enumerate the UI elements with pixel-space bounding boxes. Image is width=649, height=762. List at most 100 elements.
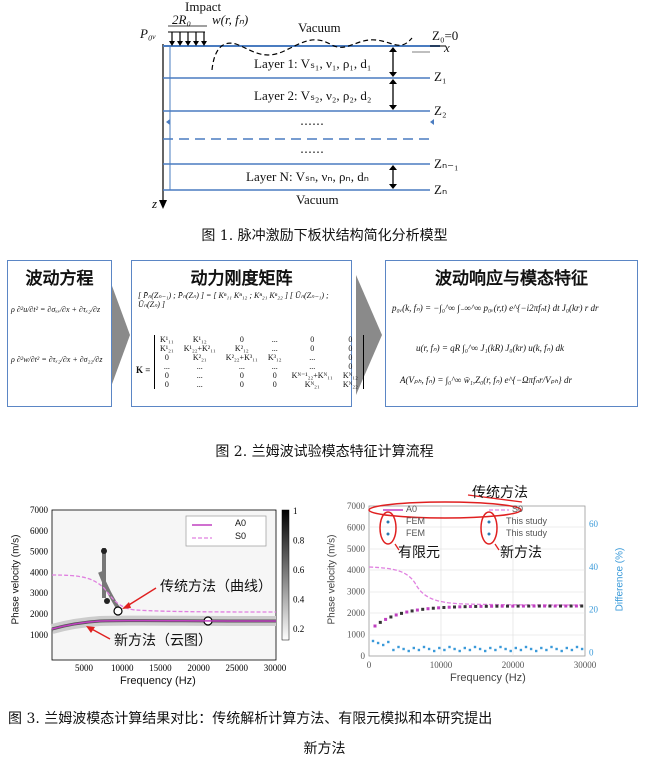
wave-equation-box: 波动方程 ρ ∂²u/∂t² = ∂σₓₓ/∂x + ∂τₓ₂/∂z ρ ∂²w… <box>7 260 112 407</box>
difference-marker <box>575 645 579 649</box>
a0-marker <box>415 608 419 612</box>
a0-marker <box>405 610 409 614</box>
matrix-cell: 0 <box>272 380 277 389</box>
colorbar-tick-label: 0.6 <box>293 565 305 575</box>
matrix-cell: K²₂₂+K³₁₁ <box>225 353 258 362</box>
top-vacuum-label: Vacuum <box>298 20 341 35</box>
left-annotation-traditional: 传统方法（曲线） <box>160 579 272 595</box>
difference-marker <box>438 646 441 650</box>
right-ytick-label: 2000 <box>347 608 366 618</box>
right-ytick-label: 0 <box>361 651 366 661</box>
figure-3-caption-line-1: 图 3. 兰姆波模态计算结果对比：传统解析计算方法、有限元模拟和本研究提出 <box>8 711 493 727</box>
a0-marker <box>543 604 547 608</box>
a0-marker <box>521 604 525 608</box>
matrix-cell: ... <box>196 371 203 380</box>
bottom-vacuum-label: Vacuum <box>296 192 339 207</box>
matrix-cell: ... <box>271 335 278 344</box>
flow-arrows <box>108 275 382 395</box>
a0-marker <box>394 613 398 617</box>
difference-marker <box>478 647 482 651</box>
a0-marker <box>426 607 430 611</box>
matrix-cell: 0 <box>164 371 169 380</box>
colorbar-tick-label: 0.4 <box>293 595 305 605</box>
left-xtick-label: 20000 <box>187 663 210 673</box>
x-axis-label: x <box>444 40 450 55</box>
a0-marker <box>564 604 568 608</box>
a0-marker <box>479 604 483 608</box>
difference-marker <box>443 648 446 652</box>
left-ytick-label: 2000 <box>30 609 49 619</box>
matrix-cell: Kᴺ₂₁ <box>304 380 320 389</box>
left-ytick-label: 3000 <box>30 588 49 598</box>
matrix-cell: ... <box>271 362 278 371</box>
left-ytick-label: 1000 <box>30 630 49 640</box>
difference-marker <box>540 646 543 650</box>
matrix-cell: 0 <box>348 335 353 344</box>
right-ytick-label: 1000 <box>347 629 366 639</box>
difference-marker <box>397 645 400 649</box>
right-xtick-label: 10000 <box>430 660 453 670</box>
left-legend-s0: S0 <box>235 531 247 541</box>
right-annotation-traditional: 传统方法 <box>472 485 528 501</box>
difference-marker <box>422 645 426 649</box>
right-y2tick-label: 60 <box>589 519 599 529</box>
left-xtick-label: 25000 <box>226 663 249 673</box>
left-xtick-label: 10000 <box>111 663 134 673</box>
wave-label: w(r, fₙ) <box>212 12 249 27</box>
a0-marker <box>580 604 584 608</box>
a0-marker <box>553 604 557 608</box>
a0-marker <box>378 620 382 624</box>
a0-marker <box>447 605 451 609</box>
a0-marker <box>559 604 562 608</box>
matrix-row: ...............0 <box>155 362 364 371</box>
left-ytick-label: 5000 <box>30 547 49 557</box>
difference-marker <box>463 646 466 650</box>
difference-marker <box>448 645 451 649</box>
difference-marker <box>427 647 431 651</box>
response-equation-1: p₀ᵥ(k, fₙ) = −∫₀^∞ ∫₋∞^∞ p₀ᵥ(r,t) e^{−i2… <box>392 303 599 313</box>
global-k-label: K = <box>136 365 151 375</box>
right-xtick-label: 30000 <box>574 660 597 670</box>
matrix-cell: K¹₂₁ <box>160 344 174 353</box>
layer-1-label: Layer 1: Vₛ₁, ν₁, ρ₁, d₁ <box>254 56 372 71</box>
zn-label: Zₙ <box>434 182 448 197</box>
response-equation-2: u(r, fₙ) = qR ∫₀^∞ J₁(kR) J₀(kr) u(k, fₙ… <box>416 343 565 353</box>
a0-marker <box>453 605 456 609</box>
a0-marker <box>373 624 377 628</box>
right-xtick-label: 0 <box>367 660 372 670</box>
z-axis-label: z <box>152 196 158 211</box>
right-xtick-label: 20000 <box>502 660 525 670</box>
matrix-cell: ... <box>163 362 170 371</box>
figure-3-caption-line-2: 新方法 <box>303 741 346 757</box>
a0-marker <box>574 604 578 608</box>
difference-marker <box>555 647 558 651</box>
right-ytick-label: 3000 <box>347 587 366 597</box>
stiffness-matrix-title: 动力刚度矩阵 <box>190 269 293 289</box>
difference-marker <box>371 639 375 643</box>
right-ylabel: Phase velocity (m/s) <box>326 534 338 625</box>
difference-marker <box>565 646 568 650</box>
z0-label: Z₀=0 <box>432 28 459 43</box>
matrix-cell: K¹₁₂ <box>192 335 207 344</box>
matrix-cell: 0 <box>239 380 244 389</box>
right-legend-this-study-1: This study <box>506 516 548 526</box>
difference-marker <box>550 645 553 649</box>
response-equation-3: A(Vₚₕ, fₙ) = ∫₀^∞ w̄₁,Z₀(r, fₙ) e^{−Ωπfₙ… <box>400 375 572 385</box>
left-ylabel: Phase velocity (m/s) <box>10 534 22 625</box>
matrix-cell: K¹₁₁ <box>160 335 174 344</box>
matrix-cell: 0 <box>310 344 315 353</box>
a0-marker <box>463 605 467 609</box>
difference-marker <box>504 647 507 651</box>
matrix-cell: 0 <box>239 371 244 380</box>
difference-marker <box>376 641 380 645</box>
a0-marker <box>410 609 414 613</box>
right-legend-fem-1: FEM <box>406 516 425 526</box>
difference-marker <box>524 645 528 649</box>
matrix-cell: 0 <box>348 353 353 362</box>
layered-model-diagram <box>159 25 446 209</box>
